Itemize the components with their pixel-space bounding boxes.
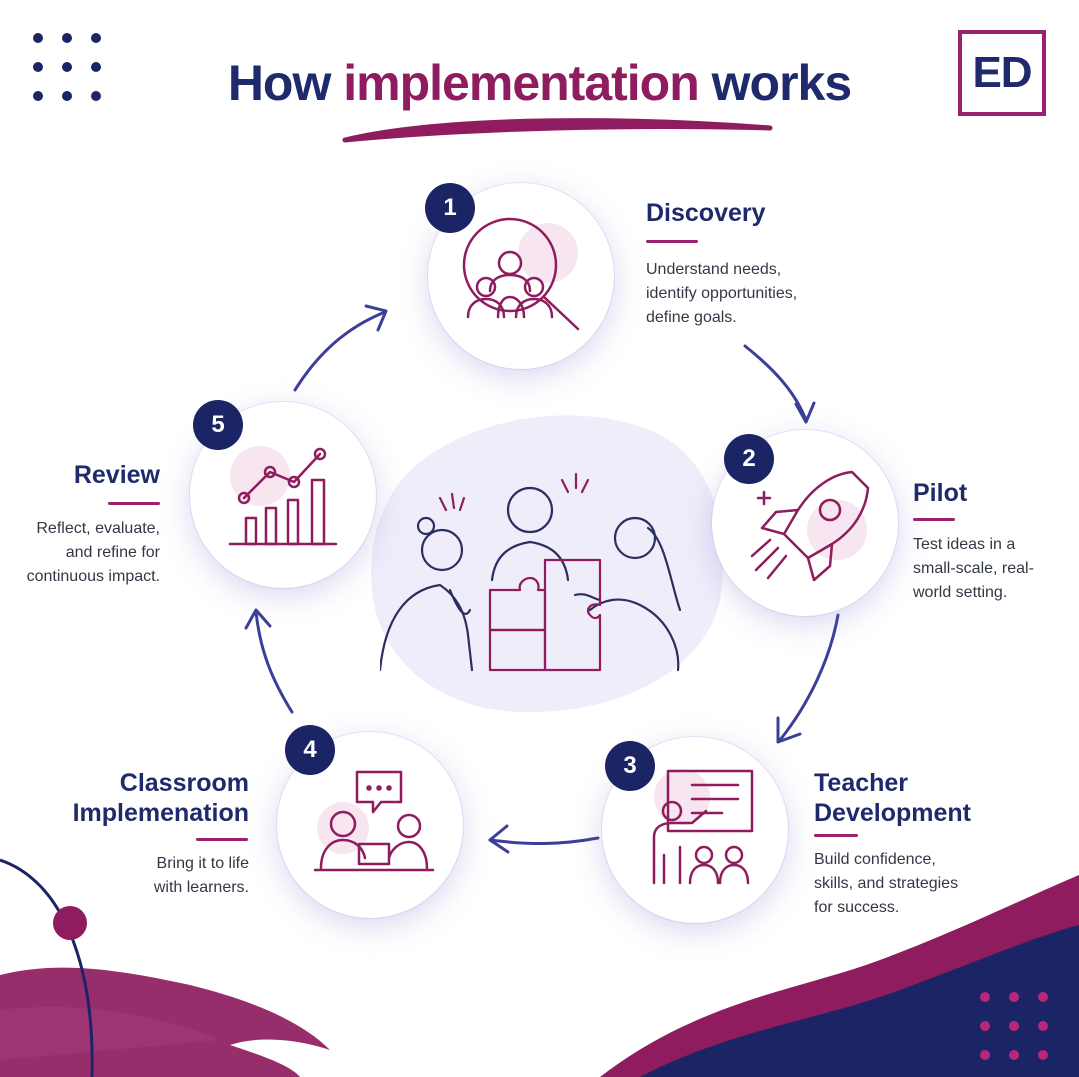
step-2-badge: 2	[724, 434, 774, 484]
title-accent: implementation	[343, 55, 699, 111]
team-puzzle-icon	[380, 472, 682, 672]
step-3-desc: Build confidence, skills, and strategies…	[814, 851, 959, 916]
title-part1: How	[227, 55, 332, 111]
rocket-icon	[750, 470, 870, 582]
step-2-title: Pilot	[913, 479, 968, 507]
step-3-badge: 3	[605, 741, 655, 791]
title-part2: works	[711, 55, 853, 111]
growth-chart-icon	[228, 446, 338, 546]
step-4-desc: Bring it to life with learners.	[153, 855, 249, 896]
step-1-desc: Understand needs, identify opportunities…	[646, 261, 798, 326]
step-5-badge: 5	[193, 400, 243, 450]
classroom-discussion-icon	[313, 770, 435, 872]
step-4-underline	[196, 838, 248, 841]
step-1-underline	[646, 240, 698, 243]
teacher-board-icon	[652, 769, 754, 885]
step-5-underline	[108, 502, 160, 505]
step-5-title: Review	[73, 461, 160, 489]
step-4-title: Classroom Implemenation	[72, 769, 249, 827]
page-title: How implementation works	[0, 54, 1079, 112]
step-3-underline	[814, 834, 858, 837]
step-2-desc: Test ideas in a small-scale, real- world…	[913, 536, 1034, 601]
magnifier-people-icon	[462, 217, 580, 331]
dot-grid-top-left	[33, 33, 101, 101]
step-4-badge: 4	[285, 725, 335, 775]
step-1-badge: 1	[425, 183, 475, 233]
step-3-title: Teacher Development	[814, 769, 971, 827]
step-1-title: Discovery	[646, 199, 766, 227]
logo: ED	[958, 30, 1046, 116]
step-5-desc: Reflect, evaluate, and refine for contin…	[26, 520, 160, 585]
dot-grid-bottom-right	[980, 992, 1048, 1060]
step-2-underline	[913, 518, 955, 521]
